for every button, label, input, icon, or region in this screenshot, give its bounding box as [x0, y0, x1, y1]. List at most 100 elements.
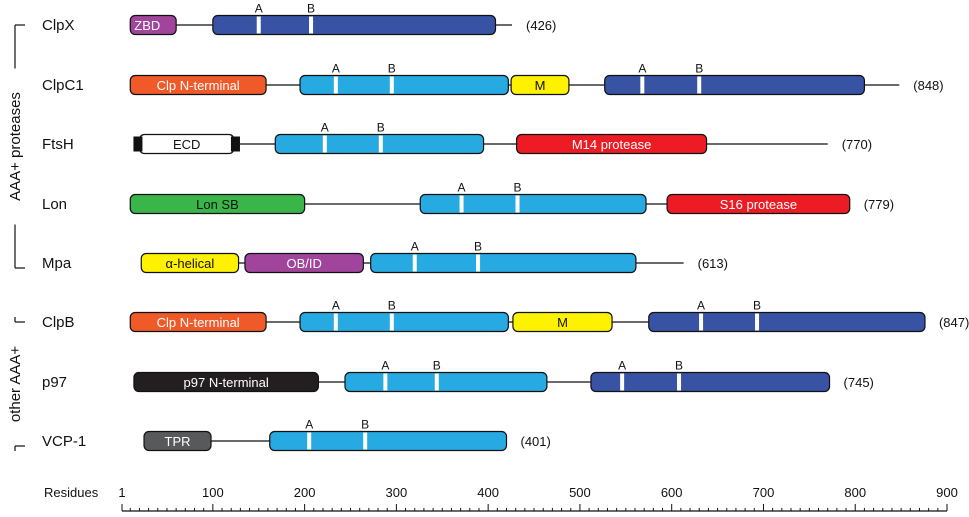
- domain-clpc1-clp-n-terminal-label: Clp N-terminal: [157, 78, 240, 93]
- domain-clpc1-aaa-1: [299, 74, 509, 96]
- domain-clpb-clp-n-terminal: [129, 311, 267, 333]
- walker-b-label-clpb: B: [388, 299, 396, 313]
- walker-b-mark-vcp-1: [363, 432, 368, 450]
- length-label-mpa: (613): [698, 256, 728, 271]
- walker-a-mark-clpc1: [640, 76, 645, 94]
- walker-a-mark-p97: [620, 373, 625, 391]
- walker-b-mark-lon: [515, 195, 520, 213]
- length-label-clpc1: (848): [913, 78, 943, 93]
- domain-clpb-aaa-3: [648, 311, 926, 333]
- walker-a-label-clpx: A: [255, 2, 263, 16]
- walker-a-label-mpa: A: [411, 240, 419, 254]
- length-label-vcp-1: (401): [521, 434, 551, 449]
- walker-b-mark-p97: [434, 373, 439, 391]
- length-label-clpb: (847): [939, 315, 969, 330]
- x-axis-tick-label-400: 400: [477, 485, 499, 500]
- walker-b-label-mpa: B: [474, 240, 482, 254]
- walker-b-mark-mpa: [476, 254, 481, 272]
- length-label-clpx: (426): [526, 18, 556, 33]
- domain-ftsh-m14-protease: [516, 133, 708, 155]
- walker-b-mark-clpx: [309, 16, 314, 34]
- domain-lon-s16-protease-label: S16 protease: [720, 197, 797, 212]
- domain-clpx-aaa-1: [212, 14, 497, 36]
- x-axis-title: Residues: [44, 485, 99, 500]
- walker-a-mark-clpx: [256, 16, 261, 34]
- domain-clpc1-m-label: M: [535, 78, 546, 93]
- x-axis-tick-label-200: 200: [294, 485, 316, 500]
- domain-p97-p97-n-terminal: [133, 371, 319, 393]
- domain-clpb-m-label: M: [557, 315, 568, 330]
- walker-a-label-vcp-1: A: [305, 418, 313, 432]
- x-axis-tick-label-1: 1: [118, 485, 125, 500]
- walker-b-label-vcp-1: B: [361, 418, 369, 432]
- protein-name-clpb: ClpB: [42, 314, 75, 331]
- walker-a-label-p97: A: [618, 359, 626, 373]
- domain-vcp-1-tpr: [143, 430, 212, 452]
- walker-b-label-p97: B: [675, 359, 683, 373]
- group-label-other-aaa: other AAA+: [7, 346, 24, 423]
- domain-lon-aaa-1: [419, 193, 647, 215]
- protein-name-p97: p97: [42, 374, 67, 391]
- length-label-lon: (779): [864, 197, 894, 212]
- walker-b-mark-clpc1: [697, 76, 702, 94]
- walker-a-mark-clpb: [699, 313, 704, 331]
- domain-p97-p97-n-terminal-label: p97 N-terminal: [184, 375, 269, 390]
- walker-b-label-p97: B: [433, 359, 441, 373]
- walker-a-label-ftsh: A: [321, 121, 329, 135]
- domain-clpb-m: [512, 311, 613, 333]
- group-label-aaa-proteases: AAA+ proteases: [7, 92, 24, 201]
- walker-a-mark-lon: [459, 195, 464, 213]
- protein-name-lon: Lon: [42, 196, 67, 213]
- protein-name-vcp-1: VCP-1: [42, 433, 86, 450]
- domain-mpa-helical: [140, 252, 240, 274]
- domain-clpc1-clp-n-terminal: [129, 74, 267, 96]
- domain-lon-lon-sb-label: Lon SB: [196, 197, 239, 212]
- domain-vcp-1-tpr-label: TPR: [165, 434, 191, 449]
- domain-ftsh-m14-protease-label: M14 protease: [572, 137, 652, 152]
- walker-a-label-clpc1: A: [332, 62, 340, 76]
- domain-clpx-zbd: [129, 14, 177, 36]
- domain-mpa-ob-id-label: OB/ID: [286, 256, 321, 271]
- walker-a-label-clpb: A: [697, 299, 705, 313]
- walker-a-mark-vcp-1: [307, 432, 312, 450]
- domain-lon-lon-sb: [129, 193, 306, 215]
- walker-a-mark-ftsh: [322, 135, 327, 153]
- walker-b-mark-clpb: [389, 313, 394, 331]
- walker-b-mark-p97: [677, 373, 682, 391]
- x-axis-tick-label-700: 700: [753, 485, 775, 500]
- protein-name-mpa: Mpa: [42, 255, 72, 272]
- walker-a-mark-p97: [383, 373, 388, 391]
- walker-b-mark-clpb: [755, 313, 760, 331]
- domain-clpc1-aaa-3: [604, 74, 866, 96]
- x-axis-tick-label-500: 500: [569, 485, 591, 500]
- domain-lon-s16-protease: [666, 193, 851, 215]
- x-axis-tick-label-800: 800: [844, 485, 866, 500]
- domain-vcp-1-aaa-1: [269, 430, 508, 452]
- domain-clpb-aaa-1: [299, 311, 509, 333]
- walker-b-label-lon: B: [514, 181, 522, 195]
- domain-mpa-ob-id: [244, 252, 364, 274]
- x-axis-tick-label-600: 600: [661, 485, 683, 500]
- domain-p97-aaa-1: [344, 371, 548, 393]
- domain-clpb-clp-n-terminal-label: Clp N-terminal: [157, 315, 240, 330]
- walker-a-label-clpc1: A: [638, 62, 646, 76]
- walker-a-label-clpb: A: [332, 299, 340, 313]
- walker-a-mark-clpb: [333, 313, 338, 331]
- tm-segment-ftsh-c: [230, 136, 240, 152]
- domain-clpc1-m: [510, 74, 570, 96]
- domain-ftsh-ecd-label: ECD: [173, 137, 200, 152]
- length-label-ftsh: (770): [842, 137, 872, 152]
- walker-b-label-ftsh: B: [377, 121, 385, 135]
- domain-mpa-aaa-2: [370, 252, 637, 274]
- domain-clpx-zbd-label: ZBD: [134, 18, 160, 33]
- x-axis-tick-label-900: 900: [936, 485, 958, 500]
- walker-b-label-clpb: B: [753, 299, 761, 313]
- walker-b-label-clpc1: B: [388, 62, 396, 76]
- walker-b-mark-ftsh: [378, 135, 383, 153]
- protein-name-clpc1: ClpC1: [42, 77, 84, 94]
- walker-b-mark-clpc1: [389, 76, 394, 94]
- protein-name-clpx: ClpX: [42, 17, 75, 34]
- domain-p97-aaa-2: [590, 371, 831, 393]
- walker-b-label-clpc1: B: [695, 62, 703, 76]
